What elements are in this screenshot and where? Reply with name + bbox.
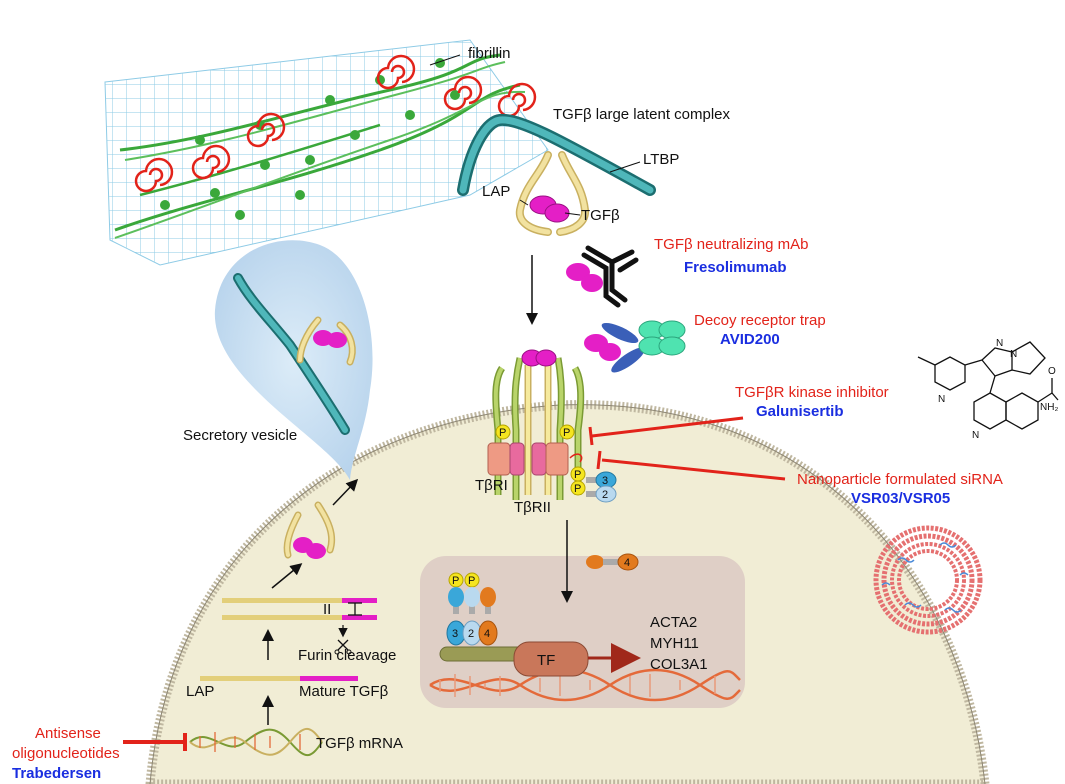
phospho-groups-receptor: P P P P (495, 424, 586, 496)
lap-label-top: LAP (482, 183, 510, 200)
latent-complex-top (457, 113, 656, 236)
transcription-factor (513, 641, 641, 677)
phospho-label: P (574, 483, 581, 495)
sirna-drug: VSR03/VSR05 (851, 490, 950, 507)
precursor-bar (200, 676, 358, 681)
tgfb-label-top: TGFβ (581, 207, 620, 224)
phospho-label: P (452, 575, 459, 587)
nucleus (420, 556, 745, 708)
kinase-inhibitor-line (588, 416, 744, 446)
smad-2-label: 2 (602, 489, 608, 501)
mrna-helix (189, 727, 323, 757)
tbrii-label: TβRII (514, 499, 551, 516)
chem-n-4: N (972, 430, 979, 441)
smad-complex-receptor: 3 2 (586, 471, 617, 503)
antisense-name-2: oligonucleotides (12, 745, 120, 762)
decoy-trap-icon (584, 320, 686, 373)
antisense-inhibitor-line (123, 733, 187, 751)
phospho-label: P (574, 469, 581, 481)
phospho-label: P (563, 427, 570, 439)
chem-n-3: N (1010, 349, 1017, 360)
antisense-name-1: Antisense (35, 725, 101, 742)
processed-complex (283, 501, 336, 559)
smad-4n-label: 4 (484, 628, 490, 640)
fibrillin-label: fibrillin (468, 45, 511, 62)
secretion-arrow-2 (332, 478, 359, 506)
roman-ii-label: II (323, 601, 331, 618)
smad-2n-label: 2 (468, 628, 474, 640)
antibody-icon (566, 245, 639, 308)
mab-name: TGFβ neutralizing mAb (654, 236, 809, 253)
secretion-arrow-1 (271, 563, 303, 589)
decoy-drug: AVID200 (720, 331, 780, 348)
chem-n-1: N (938, 394, 945, 405)
lap-label-bottom: LAP (186, 683, 214, 700)
furin-label: Furin cleavage (298, 647, 396, 664)
chem-n-2: N (996, 338, 1003, 349)
kinase-name: TGFβR kinase inhibitor (735, 384, 889, 401)
sirna-name: Nanoparticle formulated siRNA (797, 471, 1003, 488)
smad-3n-label: 3 (452, 628, 458, 640)
dimer-bars (222, 598, 377, 620)
ltbp-label: LTBP (643, 151, 679, 168)
phospho-label: P (499, 427, 506, 439)
latent-complex-label: TGFβ large latent complex (553, 106, 731, 123)
gene-myh11: MYH11 (650, 635, 699, 652)
antisense-drug: Trabedersen (12, 765, 101, 782)
smad-3-label: 3 (602, 475, 608, 487)
chem-nh2: NH₂ (1040, 402, 1058, 413)
extracellular-matrix (104, 39, 549, 266)
secretory-vesicle (214, 240, 373, 480)
nanoparticle-icon (873, 525, 983, 635)
smad4-free: 4 (586, 553, 639, 571)
kinase-drug: Galunisertib (756, 403, 844, 420)
decoy-name: Decoy receptor trap (694, 312, 826, 329)
phospho-label: P (468, 575, 475, 587)
scissors-icon (334, 625, 352, 655)
secretory-vesicle-label: Secretory vesicle (183, 427, 297, 444)
tf-label: TF (537, 652, 555, 669)
chem-o: O (1048, 366, 1056, 377)
smad-complex-nucleus: P P 3 2 4 (439, 572, 526, 662)
mab-drug: Fresolimumab (684, 259, 787, 276)
galunisertib-structure (917, 341, 1059, 430)
gene-col3a1: COL3A1 (650, 656, 708, 673)
sirna-inhibitor-line (596, 450, 786, 481)
mature-tgfb-label: Mature TGFβ (299, 683, 389, 700)
tbri-label: TβRI (475, 477, 508, 494)
gene-acta2: ACTA2 (650, 614, 697, 631)
smad4-free-label: 4 (624, 557, 630, 569)
mrna-label: TGFβ mRNA (316, 735, 403, 752)
